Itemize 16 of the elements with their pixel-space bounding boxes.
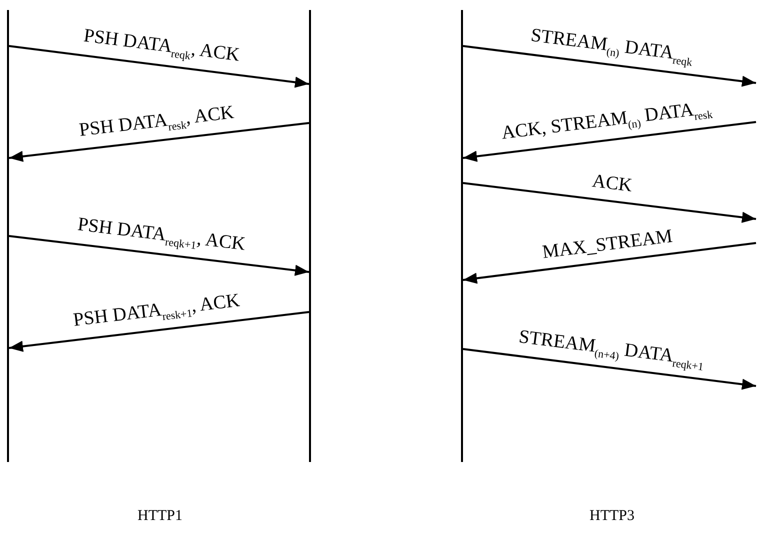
lifeline	[7, 10, 9, 462]
diagram-caption: HTTP3	[590, 508, 634, 525]
message-arrow	[462, 348, 756, 390]
message-arrow	[462, 45, 756, 87]
lifeline	[461, 10, 463, 462]
diagram-caption: HTTP1	[138, 508, 182, 525]
message-arrow	[8, 45, 310, 88]
message-arrow	[8, 311, 310, 352]
message-arrow	[462, 182, 756, 223]
lifeline	[309, 10, 311, 462]
message-arrow	[462, 242, 756, 284]
message-arrow	[8, 122, 310, 162]
message-label: ACK	[590, 172, 633, 198]
message-label: MAX_STREAM	[541, 226, 674, 264]
message-arrow	[462, 121, 756, 162]
message-arrow	[8, 235, 310, 276]
